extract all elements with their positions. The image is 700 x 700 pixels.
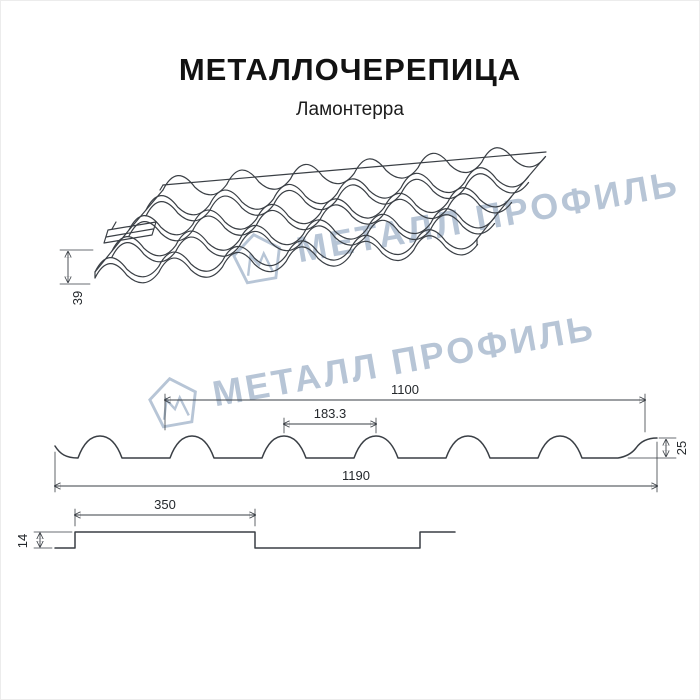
roof-perspective-view: 39	[59, 142, 547, 305]
step-profile-view: 350 14	[15, 497, 456, 549]
dim-roof-edge-height: 39	[59, 249, 94, 305]
page-title: МЕТАЛЛОЧЕРЕПИЦА	[178, 52, 522, 87]
dim-step-height: 14	[15, 531, 73, 549]
dim-label-1100: 1100	[391, 382, 419, 397]
dim-label-183-3: 183.3	[314, 406, 347, 421]
page-subtitle: Ламонтерра	[296, 99, 404, 120]
dim-label-39: 39	[70, 291, 85, 305]
dim-label-350: 350	[154, 497, 176, 512]
watermark-logo-icon	[148, 376, 197, 429]
dim-cover-width: 1100	[165, 382, 645, 433]
dim-step-length: 350	[75, 497, 255, 527]
dim-label-1190: 1190	[342, 468, 370, 483]
dim-label-14: 14	[15, 534, 30, 548]
dim-overall-width: 1190	[55, 441, 657, 493]
dim-label-25: 25	[674, 441, 689, 455]
profile-cross-section: 1100 183.3 25 1190	[55, 382, 689, 493]
dim-profile-height: 25	[627, 437, 689, 459]
dim-wave-pitch: 183.3	[284, 406, 376, 434]
watermark-2: МЕТАЛЛ ПРОФИЛЬ	[143, 302, 599, 432]
